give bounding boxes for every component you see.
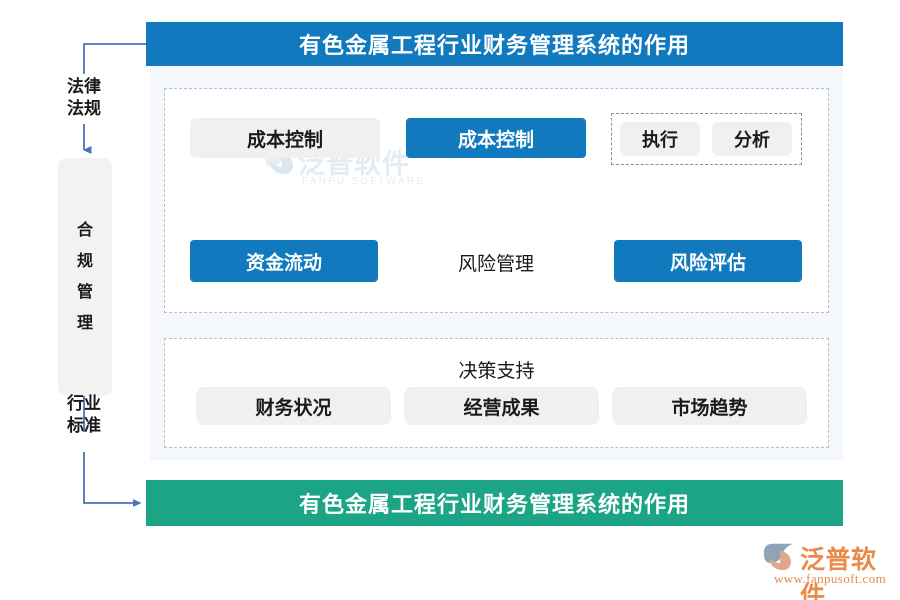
fanpu-logo-text: 泛普软件 (800, 547, 877, 600)
rail-label-standard-line1: 行业 (67, 394, 101, 413)
rail-label-industry-standard: 行业 标准 (56, 393, 112, 437)
rail-label-law: 法律 法规 (56, 76, 112, 120)
node-cost-control-source-label: 成本控制 (246, 129, 323, 151)
connector-header-to-rail (83, 43, 146, 74)
header-banner: 有色金属工程行业财务管理系统的作用 (146, 22, 843, 66)
label-risk-management: 风险管理 (457, 254, 534, 275)
rail-label-standard-line2: 标准 (67, 415, 101, 435)
node-analysis-label: 分析 (734, 130, 770, 150)
node-risk-evaluation-label: 风险评估 (669, 252, 746, 274)
compliance-char-3: 管 (76, 284, 93, 301)
fanpu-logo-url: www.fanpusoft.com (774, 571, 887, 586)
exec-analysis-group (611, 113, 802, 165)
node-fund-flow-label: 资金流动 (245, 252, 322, 274)
node-risk-evaluation[interactable]: 风险评估 (614, 240, 802, 282)
footer-banner: 有色金属工程行业财务管理系统的作用 (146, 480, 843, 526)
label-decision-support: 决策支持 (458, 361, 535, 382)
node-execution[interactable]: 执行 (620, 122, 700, 156)
node-financial-status[interactable]: 财务状况 (196, 387, 391, 425)
footer-title: 有色金属工程行业财务管理系统的作用 (298, 492, 690, 517)
node-cost-control-main-label: 成本控制 (457, 129, 534, 151)
node-operating-results-label: 经营成果 (463, 397, 540, 419)
rail-label-law-line2: 法规 (67, 98, 101, 118)
node-cost-control-source[interactable]: 成本控制 (190, 118, 380, 158)
node-market-trend[interactable]: 市场趋势 (612, 387, 807, 425)
compliance-char-4: 理 (76, 315, 93, 333)
node-cost-control-main[interactable]: 成本控制 (406, 118, 586, 158)
header-title: 有色金属工程行业财务管理系统的作用 (298, 33, 690, 58)
compliance-management-box: 合 规 管 理 (58, 158, 112, 396)
node-market-trend-label: 市场趋势 (671, 397, 748, 419)
rail-label-law-line1: 法律 (67, 77, 101, 96)
watermark-subtext: FANPU SOFTWARE (302, 176, 426, 187)
node-operating-results[interactable]: 经营成果 (404, 387, 599, 425)
compliance-char-1: 合 (76, 221, 93, 239)
fanpu-logo-icon (764, 543, 794, 571)
connector-standard-to-footer (83, 452, 142, 507)
node-financial-status-label: 财务状况 (255, 397, 332, 419)
node-analysis[interactable]: 分析 (712, 122, 792, 156)
node-fund-flow[interactable]: 资金流动 (190, 240, 378, 282)
node-execution-label: 执行 (642, 130, 678, 150)
compliance-char-2: 规 (76, 252, 93, 270)
fanpu-logo: 泛普软件 www.fanpusoft.com (762, 540, 894, 600)
